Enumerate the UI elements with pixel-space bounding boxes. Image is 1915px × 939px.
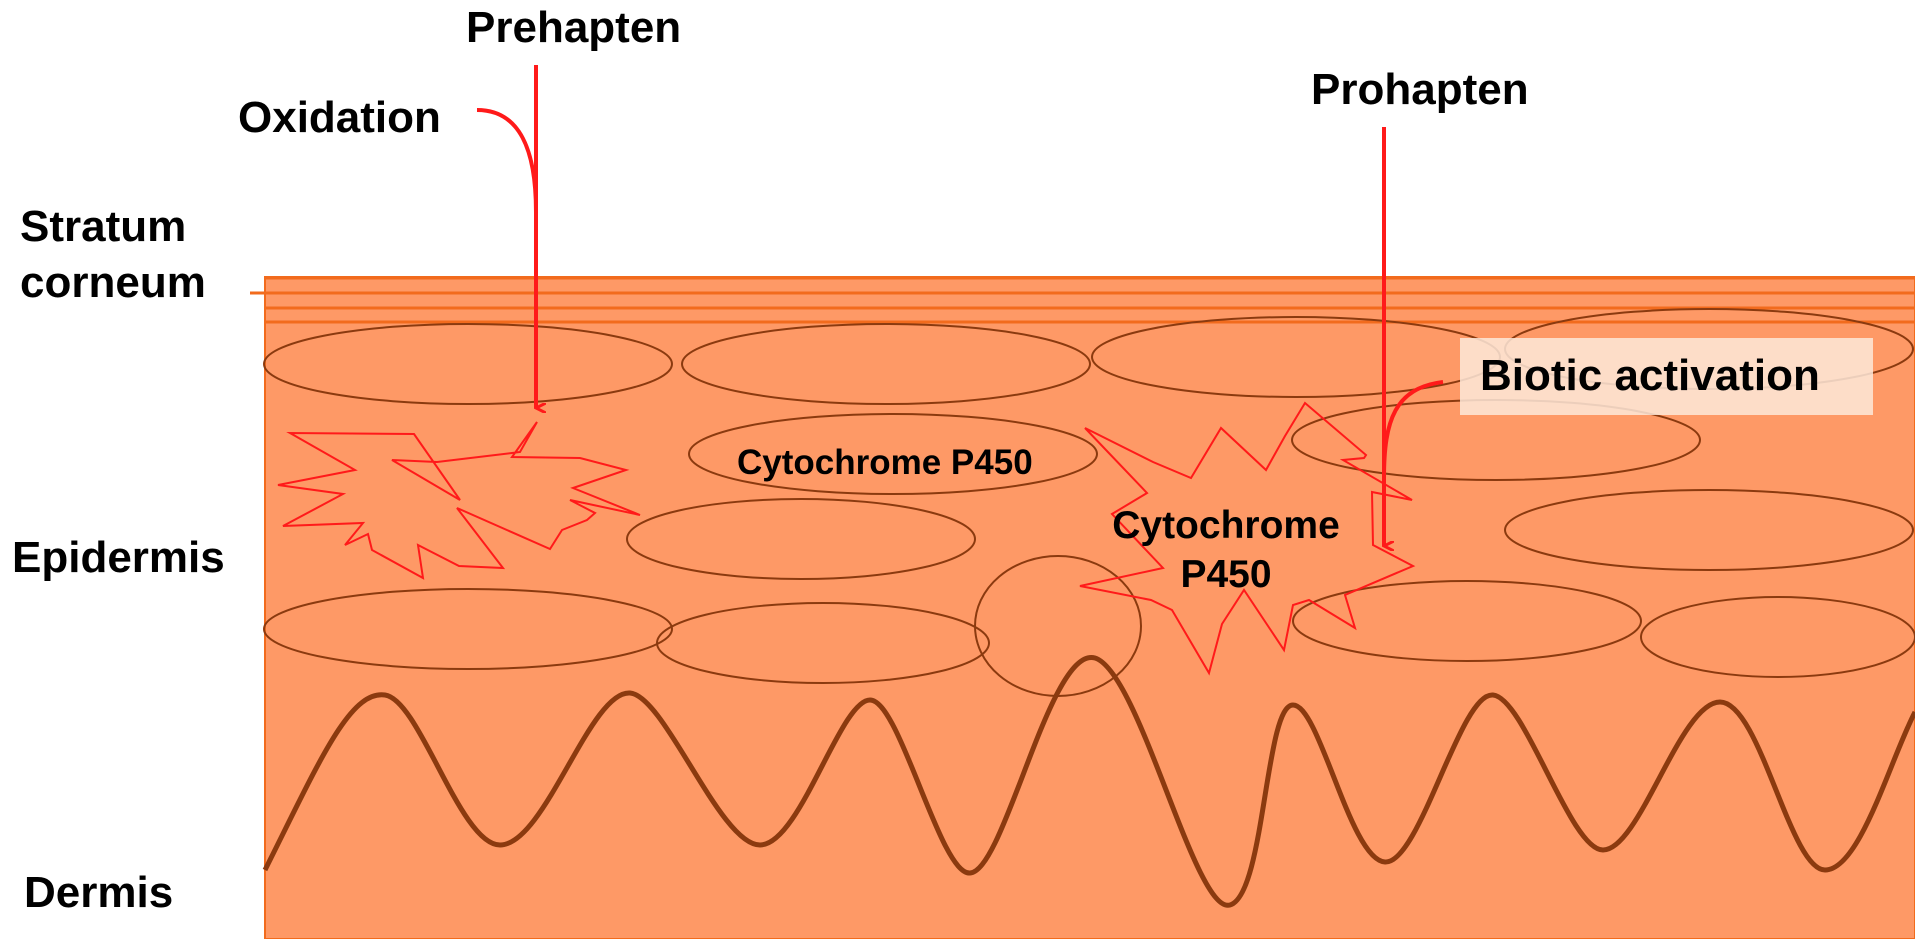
- prehapten-label: Prehapten: [466, 3, 681, 54]
- cytochrome-star-label-line2: P450: [1098, 553, 1354, 598]
- oxidation-label: Oxidation: [238, 93, 441, 144]
- oxidation-curve: [477, 110, 536, 212]
- epidermis-label: Epidermis: [12, 533, 225, 584]
- dermis-label: Dermis: [24, 868, 173, 919]
- stratum-corneum-label-line1: Stratum: [20, 202, 186, 253]
- cytochrome-cell-label: Cytochrome P450: [737, 443, 1033, 483]
- stratum-corneum-label-line2: corneum: [20, 258, 206, 309]
- prohapten-label: Prohapten: [1311, 65, 1529, 116]
- biotic-activation-label: Biotic activation: [1480, 351, 1820, 402]
- cytochrome-star-label-line1: Cytochrome: [1098, 504, 1354, 549]
